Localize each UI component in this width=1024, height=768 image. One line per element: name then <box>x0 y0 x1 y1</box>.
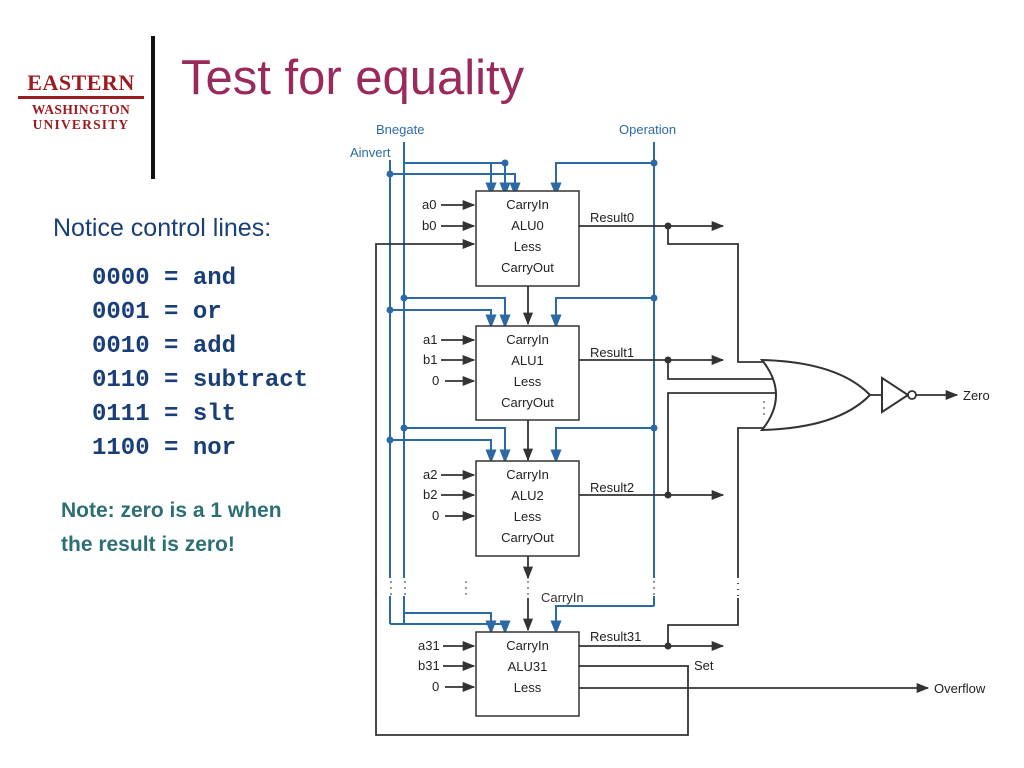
alu-port-label: CarryOut <box>501 260 554 275</box>
alu31-block: CarryIn ALU31 Less <box>475 631 580 717</box>
input-label-a2: a2 <box>423 467 437 482</box>
control-code: 1100 = nor <box>92 435 237 462</box>
not-gate <box>881 376 917 414</box>
alu31-control-lines <box>390 605 654 635</box>
input-label-a1: a1 <box>423 332 437 347</box>
alu-name: ALU31 <box>508 659 548 674</box>
overflow-label: Overflow <box>934 681 986 696</box>
control-code: 0001 = or <box>92 299 222 326</box>
zero-note-line: the result is zero! <box>61 533 235 556</box>
alu-port-label: CarryIn <box>506 467 549 482</box>
alu-name: ALU1 <box>511 353 544 368</box>
logo-line-eastern: EASTERN <box>18 72 144 99</box>
alu-port-label: Less <box>514 239 542 254</box>
result-label-31: Result31 <box>590 629 641 644</box>
input-label-a31: a31 <box>418 638 440 653</box>
logo-line-university: UNIVERSITY <box>32 117 130 132</box>
operation-label: Operation <box>619 122 676 137</box>
slide-title: Test for equality <box>181 51 525 105</box>
alu0-block: CarryIn ALU0 Less CarryOut <box>475 190 580 287</box>
control-code: 0000 = and <box>92 265 237 292</box>
result-lines: Result0 Result1 Result2 Result31 <box>579 210 776 652</box>
alu2-control-lines <box>390 427 654 464</box>
alu-name: ALU2 <box>511 488 544 503</box>
control-code: 0110 = subtract <box>92 367 309 394</box>
alu-port-label: Less <box>514 680 542 695</box>
input-label-b0: b0 <box>422 218 436 233</box>
alu1-control-lines <box>390 297 654 329</box>
bnegate-label: Bnegate <box>376 122 424 137</box>
input-label-less1: 0 <box>432 373 439 388</box>
alu0-control-lines <box>390 162 654 197</box>
set-label: Set <box>694 658 714 673</box>
input-label-less2: 0 <box>432 508 439 523</box>
zero-label: Zero <box>963 388 990 403</box>
alu-port-label: Less <box>514 374 542 389</box>
input-label-b1: b1 <box>423 352 437 367</box>
result-label-1: Result1 <box>590 345 634 360</box>
alu-port-label: CarryIn <box>506 197 549 212</box>
alu-port-label: CarryOut <box>501 530 554 545</box>
control-lines-heading: Notice control lines: <box>53 214 272 242</box>
zero-note-line: Note: zero is a 1 when <box>61 499 282 522</box>
control-junctions <box>386 159 658 444</box>
alu-port-label: Less <box>514 509 542 524</box>
input-label-a0: a0 <box>422 197 436 212</box>
control-code: 0111 = slt <box>92 401 237 428</box>
alu-name: ALU0 <box>511 218 544 233</box>
university-logo: EASTERN WASHINGTON UNIVERSITY <box>18 72 144 132</box>
zero-note: Note: zero is a 1 when the result is zer… <box>61 494 282 562</box>
alu-port-label: CarryOut <box>501 395 554 410</box>
alu-port-label: CarryIn <box>506 332 549 347</box>
alu1-block: CarryIn ALU1 Less CarryOut <box>475 325 580 421</box>
input-label-b31: b31 <box>418 658 440 673</box>
control-codes-list: 0000 = and 0001 = or 0010 = add 0110 = s… <box>92 262 308 466</box>
alu-port-label: CarryIn <box>506 638 549 653</box>
alu2-block: CarryIn ALU2 Less CarryOut <box>475 460 580 557</box>
input-label-less31: 0 <box>432 679 439 694</box>
continuation-dots <box>390 401 765 595</box>
logo-line-washington: WASHINGTON <box>31 102 131 117</box>
set-feedback-loop: Set <box>375 238 714 736</box>
header-divider <box>151 36 155 179</box>
or-gate <box>759 358 872 432</box>
alu-inputs: a0 b0 a1 b1 0 a2 b2 0 a31 b31 0 <box>418 197 476 694</box>
carryin-label: CarryIn <box>541 590 584 605</box>
ainvert-label: Ainvert <box>350 145 391 160</box>
input-label-b2: b2 <box>423 487 437 502</box>
result-label-0: Result0 <box>590 210 634 225</box>
control-code: 0010 = add <box>92 333 237 360</box>
result-label-2: Result2 <box>590 480 634 495</box>
